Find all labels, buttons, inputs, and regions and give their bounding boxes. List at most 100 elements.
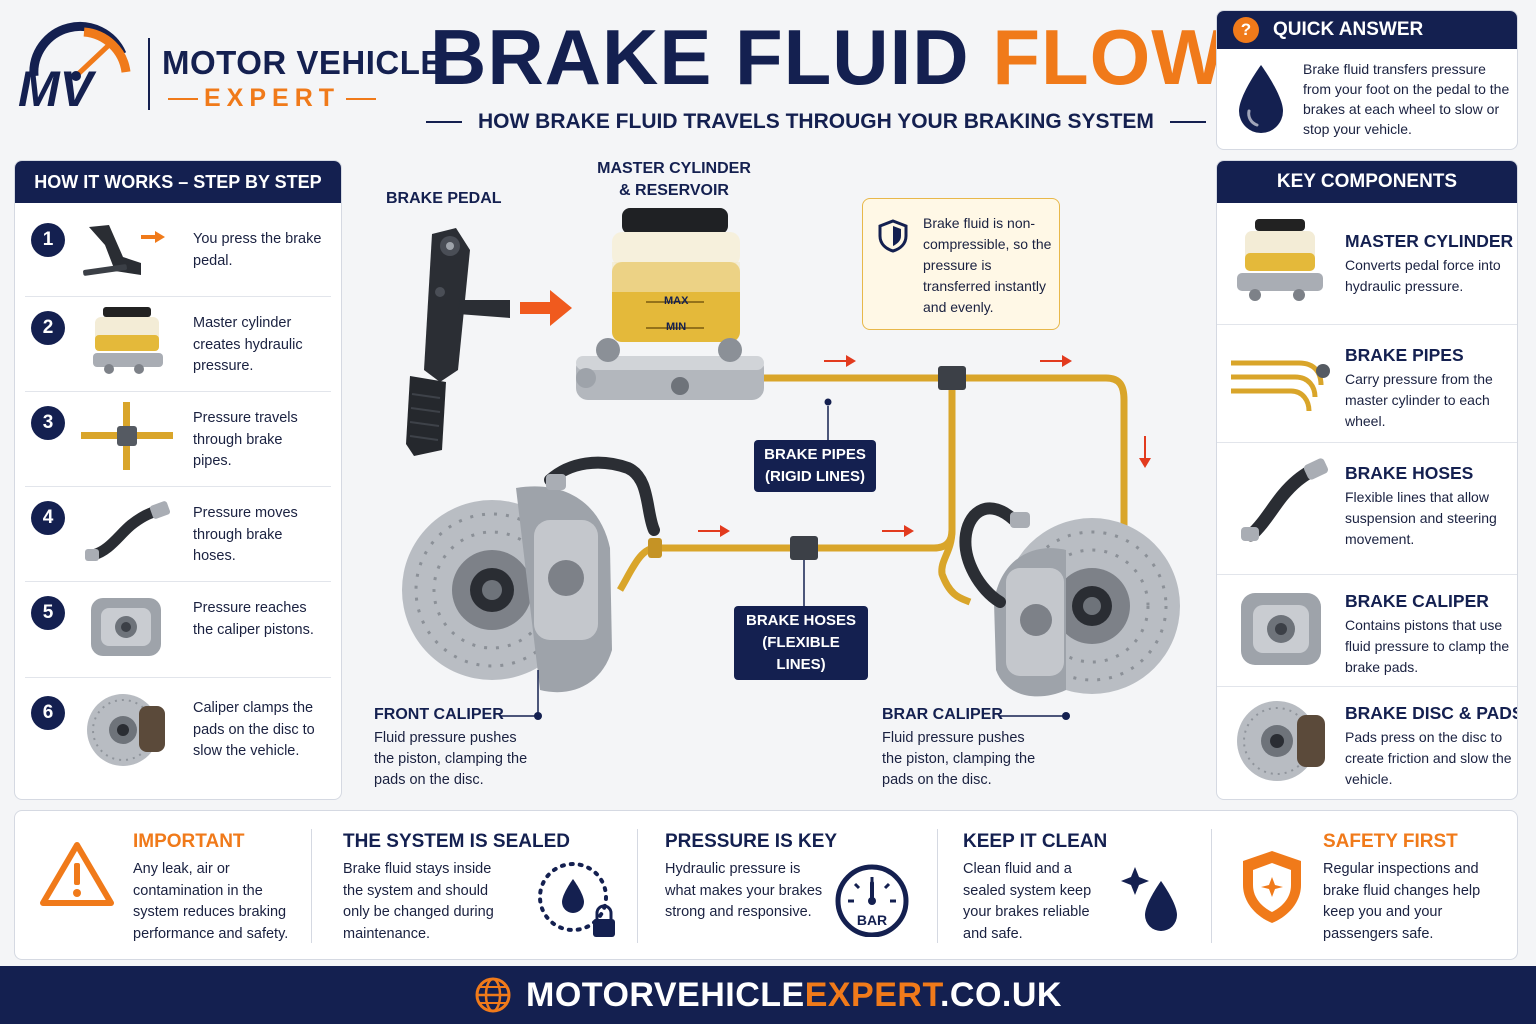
- steps-header: HOW IT WORKS – STEP BY STEP: [15, 161, 341, 203]
- front-caliper-text: Fluid pressure pushes the piston, clampi…: [374, 730, 528, 788]
- url-part-2: EXPERT: [804, 975, 940, 1014]
- master-cylinder-icon: [93, 307, 163, 374]
- quick-answer-header: ? QUICK ANSWER: [1217, 11, 1517, 49]
- component-title: BRAKE PIPES: [1345, 345, 1464, 365]
- pipe-junction-bottom: [790, 536, 818, 560]
- component-title: BRAKE CALIPER: [1345, 591, 1489, 611]
- component-text: Flexible lines that allow suspension and…: [1345, 489, 1497, 547]
- url-part-1: MOTORVEHICLE: [526, 975, 805, 1014]
- step-item: 1 You press the brake pedal.: [25, 203, 331, 297]
- pedal-force-arrow: [520, 290, 572, 326]
- rear-caliper-title: BRAR CALIPER: [882, 706, 1003, 723]
- quick-answer-title: QUICK ANSWER: [1273, 19, 1424, 40]
- title-word-1: BRAKE FLUID: [430, 13, 970, 101]
- component-text: Pads press on the disc to create frictio…: [1345, 729, 1512, 787]
- brake-hose-icon: [85, 501, 171, 561]
- component-item: BRAKE CALIPER Contains pistons that use …: [1217, 575, 1517, 687]
- component-item: BRAKE HOSES Flexible lines that allow su…: [1217, 443, 1517, 575]
- info-title: KEEP IT CLEAN: [963, 831, 1108, 852]
- shield-icon: [878, 219, 908, 253]
- step-number: 6: [31, 696, 65, 730]
- master-cylinder-icon: [1237, 219, 1323, 301]
- brake-hose-icon: [1241, 458, 1329, 542]
- info-clean: KEEP IT CLEAN Clean fluid and a sealed s…: [951, 811, 1211, 961]
- info-divider: [311, 829, 312, 943]
- svg-text:MV: MV: [18, 61, 97, 114]
- key-components-header: KEY COMPONENTS: [1217, 161, 1517, 203]
- front-caliper-title: FRONT CALIPER: [374, 706, 504, 723]
- info-strip: IMPORTANT Any leak, air or contamination…: [14, 810, 1518, 960]
- brake-pipes-icon: [1231, 360, 1330, 412]
- page-title: BRAKE FLUID FLOW: [430, 12, 1225, 103]
- gauge-unit-label: BAR: [857, 912, 887, 928]
- footer-bar[interactable]: MOTORVEHICLEEXPERT.CO.UK: [0, 966, 1536, 1024]
- brand-name-line2: EXPERT: [162, 84, 382, 113]
- fluid-drop-icon: [1239, 65, 1283, 133]
- front-caliper-icon: [516, 456, 660, 693]
- pressure-gauge-icon: BAR: [835, 864, 909, 937]
- master-cylinder-label: MASTER CYLINDER & RESERVOIR: [597, 160, 751, 199]
- step-number: 1: [31, 223, 65, 257]
- step-text: Caliper clamps the pads on the disc to s…: [193, 700, 315, 759]
- reservoir-min-mark: MIN: [666, 321, 687, 333]
- step-item: 3 Pressure travels through brake pipes.: [25, 392, 331, 487]
- info-title: IMPORTANT: [133, 831, 245, 852]
- step-text: Pressure moves through brake hoses.: [193, 505, 298, 564]
- website-link[interactable]: MOTORVEHICLEEXPERT.CO.UK: [526, 976, 1062, 1015]
- subtitle-text: HOW BRAKE FLUID TRAVELS THROUGH YOUR BRA…: [478, 110, 1154, 133]
- step-item: 4 Pressure moves through brake hoses.: [25, 487, 331, 582]
- brake-disc-icon: [1237, 701, 1325, 781]
- component-item: BRAKE DISC & PADS Pads press on the disc…: [1217, 687, 1517, 799]
- brand-name-line1: MOTOR VEHICLE: [162, 44, 443, 81]
- mv-logo-icon: MV: [18, 22, 131, 114]
- url-part-3: .CO.UK: [939, 975, 1062, 1014]
- step-item: 2 Master cylinder creates hydraulic pres…: [25, 297, 331, 392]
- step-text: Pressure travels through brake pipes.: [193, 410, 298, 469]
- info-title: SAFETY FIRST: [1323, 831, 1458, 852]
- step-text: Pressure reaches the caliper pistons.: [193, 600, 314, 638]
- component-item: MASTER CYLINDER Converts pedal force int…: [1217, 203, 1517, 325]
- info-title: PRESSURE IS KEY: [665, 831, 838, 852]
- callout-text: Brake fluid is non-compressible, so the …: [923, 215, 1052, 315]
- brand-logo[interactable]: MV MOTOR VEHICLE EXPERT: [14, 14, 442, 114]
- info-title: THE SYSTEM IS SEALED: [343, 831, 570, 852]
- step-item: 6 Caliper clamps the pads on the disc to…: [25, 678, 331, 798]
- brake-disc-icon: [87, 694, 165, 766]
- info-pressure: PRESSURE IS KEY Hydraulic pressure is wh…: [651, 811, 937, 961]
- component-item: BRAKE PIPES Carry pressure from the mast…: [1217, 325, 1517, 443]
- info-text: Regular inspections and brake fluid chan…: [1323, 861, 1481, 942]
- globe-icon: [475, 977, 511, 1013]
- info-safety: SAFETY FIRST Regular inspections and bra…: [1225, 811, 1519, 961]
- sealed-drop-lock-icon: [538, 862, 615, 937]
- key-components-panel: KEY COMPONENTS MASTER CYLINDER Converts …: [1216, 160, 1518, 800]
- safety-shield-icon: [1243, 851, 1301, 923]
- rear-caliper-icon: [959, 502, 1066, 697]
- brake-caliper-icon: [1241, 593, 1321, 665]
- component-text: Converts pedal force into hydraulic pres…: [1345, 257, 1501, 294]
- rear-caliper-text: Fluid pressure pushes the piston, clampi…: [882, 730, 1036, 788]
- quick-answer-text: Brake fluid transfers pressure from your…: [1303, 61, 1510, 137]
- component-title: MASTER CYLINDER: [1345, 231, 1514, 251]
- info-sealed: THE SYSTEM IS SEALED Brake fluid stays i…: [325, 811, 635, 961]
- info-text: Clean fluid and a sealed system keep you…: [963, 861, 1092, 942]
- warning-icon: [40, 842, 114, 906]
- brake-pedal-label: BRAKE PEDAL: [386, 190, 502, 207]
- non-compressible-callout: Brake fluid is non-compressible, so the …: [862, 198, 1060, 330]
- front-caliper-label: FRONT CALIPER Fluid pressure pushes the …: [374, 706, 534, 791]
- info-text: Any leak, air or contamination in the sy…: [133, 861, 289, 942]
- brake-pedal-icon: [83, 225, 165, 276]
- component-text: Carry pressure from the master cylinder …: [1345, 371, 1493, 429]
- step-number: 5: [31, 596, 65, 630]
- step-number: 4: [31, 501, 65, 535]
- info-divider: [637, 829, 638, 943]
- brake-flow-diagram: BRAKE PEDAL MASTER CYLINDER & RESERVOIR …: [350, 150, 1210, 810]
- info-divider: [937, 829, 938, 943]
- info-text: Brake fluid stays inside the system and …: [343, 861, 494, 942]
- brake-pipes-label: BRAKE PIPES (RIGID LINES): [754, 440, 876, 492]
- info-divider: [1211, 829, 1212, 943]
- component-text: Contains pistons that use fluid pressure…: [1345, 617, 1510, 675]
- component-title: BRAKE DISC & PADS: [1345, 703, 1518, 723]
- brand-name-expert: EXPERT: [204, 84, 341, 112]
- title-word-2: FLOW: [992, 13, 1226, 101]
- steps-panel: HOW IT WORKS – STEP BY STEP 1 You press …: [14, 160, 342, 800]
